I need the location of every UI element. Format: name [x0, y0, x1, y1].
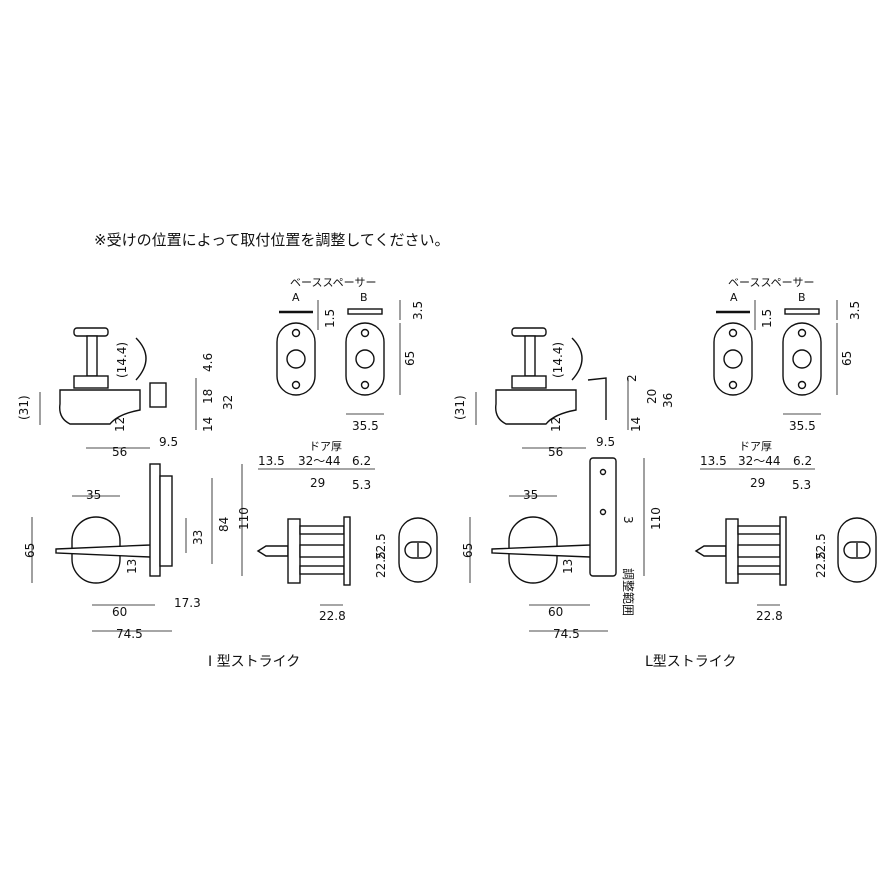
left-door-section: ドア厚 13.5 32～44 6.2 29 5.3 22.5 22.5 22.8: [256, 440, 438, 623]
dim-14-r: 14: [629, 417, 643, 432]
l-strike-plate: [589, 457, 617, 577]
dim-spacer-1-5-r: 1.5: [760, 309, 774, 328]
dim-29-r: 29: [750, 476, 765, 490]
left-side-view: (31) (14.4) 12 56 9.5 4.6 18 32 14: [17, 327, 235, 459]
dim-22-8-r: 22.8: [756, 609, 783, 623]
spacer-a-label-r: A: [730, 291, 738, 304]
dim-14-4: (14.4): [115, 342, 129, 378]
dim-9-5: 9.5: [159, 435, 178, 449]
dim-33: 33: [191, 530, 205, 545]
dim-22-5-b-r: 22.5: [814, 551, 828, 578]
dim-spacer-3-5-r: 3.5: [848, 301, 862, 320]
dim-13-5: 13.5: [258, 454, 285, 468]
installation-note: ※受けの位置によって取付位置を調整してください。: [94, 231, 449, 249]
dim-13: 13: [125, 559, 139, 574]
front-strike-plate: [149, 463, 161, 577]
dim-29: 29: [310, 476, 325, 490]
dim-32-44: 32～44: [298, 454, 341, 468]
right-door-section: ドア厚 13.5 32～44 6.2 29 5.3 22.5 22.5 22.8: [694, 440, 877, 623]
dim-22-8: 22.8: [319, 609, 346, 623]
dim-spacer-3-5: 3.5: [411, 301, 425, 320]
dim-22-5-a: 22.5: [374, 533, 388, 560]
spacer-title: ベーススペーサー: [290, 276, 376, 289]
dim-6-2: 6.2: [352, 454, 371, 468]
dim-22-5-a-r: 22.5: [814, 533, 828, 560]
dim-spacer-65-r: 65: [840, 351, 854, 366]
dim-12-r: 12: [549, 417, 563, 432]
dim-32-44-r: 32～44: [738, 454, 781, 468]
dim-12: 12: [113, 417, 127, 432]
dim-74-5-r: 74.5: [553, 627, 580, 641]
dim-18: 18: [201, 389, 215, 404]
dim-60-r: 60: [548, 605, 563, 619]
l-strike: [587, 377, 607, 420]
spacer-a-label: A: [292, 291, 300, 304]
lever-base: [59, 389, 141, 425]
dim-5-3-r: 5.3: [792, 478, 811, 492]
right-base-spacer: ベーススペーサー A B 1.5 3.5 65 35.5: [713, 276, 862, 433]
dim-spacer-1-5: 1.5: [323, 309, 337, 328]
dim-32: 32: [221, 395, 235, 410]
right-side-view: (31) (14.4) 12 56 9.5 2 20 36 14: [453, 327, 675, 459]
dim-84: 84: [217, 517, 231, 532]
dim-110: 110: [237, 507, 251, 530]
dim-74-5: 74.5: [116, 627, 143, 641]
dim-56: 56: [112, 445, 127, 459]
dim-65-r: 65: [461, 543, 475, 558]
spacer-title-r: ベーススペーサー: [728, 276, 814, 289]
dim-6-2-r: 6.2: [793, 454, 812, 468]
dim-spacer-35-5-r: 35.5: [789, 419, 816, 433]
spacer-b-label-r: B: [798, 291, 806, 304]
dim-35: 35: [86, 488, 101, 502]
dim-31: (31): [17, 395, 31, 420]
dim-9-5-r: 9.5: [596, 435, 615, 449]
dim-adjust-range: 調整範囲: [621, 568, 636, 616]
dim-3-r: 3: [621, 516, 635, 524]
dim-13-r: 13: [561, 559, 575, 574]
dim-35-r: 35: [523, 488, 538, 502]
dim-22-5-b: 22.5: [374, 551, 388, 578]
dim-5-3: 5.3: [352, 478, 371, 492]
dim-13-5-r: 13.5: [700, 454, 727, 468]
dim-14-4-r: (14.4): [551, 342, 565, 378]
dim-17-3: 17.3: [174, 596, 201, 610]
dim-110-r: 110: [649, 507, 663, 530]
dim-spacer-35-5: 35.5: [352, 419, 379, 433]
left-front-view: 35 65 13 33 84 110 60 17.3 74.5: [23, 463, 251, 641]
right-front-view: 35 65 13 調整範囲 3 110 60 74.5: [461, 457, 663, 641]
door-thickness-title: ドア厚: [309, 440, 342, 453]
dim-65: 65: [23, 543, 37, 558]
left-caption: I 型ストライク: [208, 654, 300, 670]
dim-56-r: 56: [548, 445, 563, 459]
dim-36-r: 36: [661, 393, 675, 408]
right-caption: L型ストライク: [645, 654, 737, 670]
dim-spacer-65: 65: [403, 351, 417, 366]
dim-4-6: 4.6: [201, 353, 215, 372]
spacer-b-plate: [347, 308, 383, 315]
left-base-spacer: ベーススペーサー A B 1.5 3.5 65 35.5: [276, 276, 425, 433]
dim-31-r: (31): [453, 395, 467, 420]
door-thickness-title-r: ドア厚: [739, 440, 772, 453]
dim-2-r: 2: [625, 374, 639, 382]
dim-20-r: 20: [645, 389, 659, 404]
dim-60: 60: [112, 605, 127, 619]
i-strike: [149, 382, 167, 408]
dim-14: 14: [201, 417, 215, 432]
spacer-b-label: B: [360, 291, 368, 304]
